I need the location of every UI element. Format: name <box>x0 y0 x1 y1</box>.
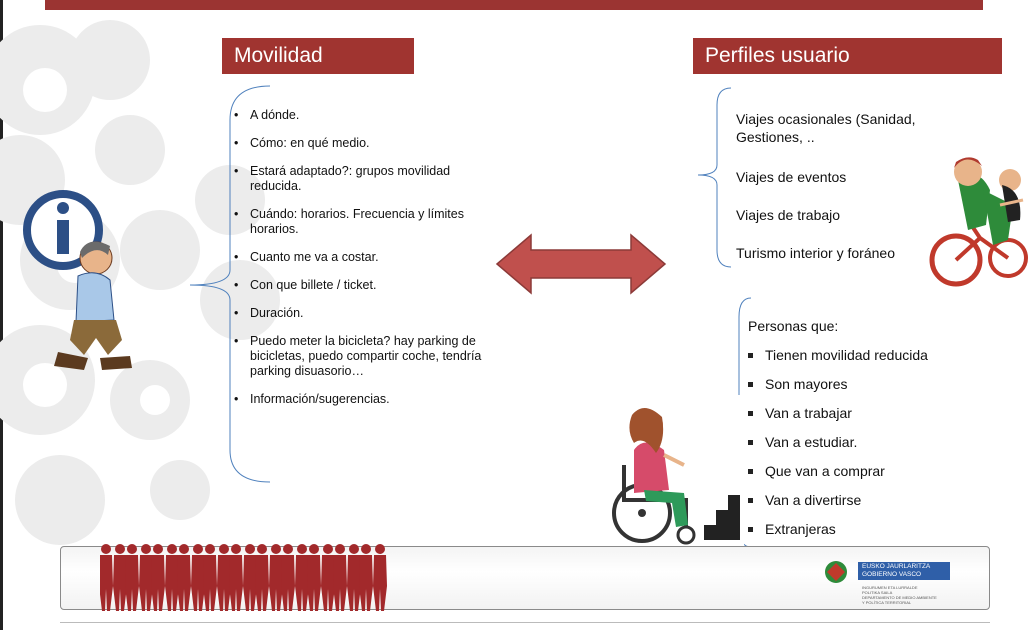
list-item: Tienen movilidad reducida <box>748 347 928 363</box>
square-bullet-icon <box>748 440 753 445</box>
list-item: •Información/sugerencias. <box>234 392 390 406</box>
square-bullet-icon <box>748 353 753 358</box>
top-title-bar <box>45 0 983 10</box>
square-bullet-icon <box>748 498 753 503</box>
list-item: Son mayores <box>748 376 847 392</box>
square-bullet-icon <box>748 469 753 474</box>
list-item: •Cómo: en qué medio. <box>234 136 370 150</box>
crowd-silhouettes-image <box>100 544 387 611</box>
footer-divider <box>60 622 990 623</box>
department-caption: INGURUMEN ETA LURRALDE POLITIKA SAILA DE… <box>862 585 937 605</box>
wheelchair-person-clipart <box>604 395 744 550</box>
logo-text-line-2: GOBIERNO VASCO <box>862 571 922 578</box>
info-person-clipart <box>23 190 132 370</box>
gobierno-vasco-logo: EUSKO JAURLARITZA GOBIERNO VASCO <box>822 560 952 589</box>
list-item: Van a divertirse <box>748 492 861 508</box>
personas-title: Personas que: <box>748 318 839 334</box>
logo-text-line-1: EUSKO JAURLARITZA <box>862 563 931 570</box>
left-curly-brace <box>189 85 271 483</box>
square-bullet-icon <box>748 382 753 387</box>
square-bullet-icon <box>748 527 753 532</box>
list-item: •Con que billete / ticket. <box>234 278 377 292</box>
list-item: •Cuándo: horarios. Frecuencia y límites … <box>234 207 464 236</box>
square-bullet-icon <box>748 411 753 416</box>
list-item: •A dónde. <box>234 108 300 122</box>
list-item: Extranjeras <box>748 521 836 537</box>
movilidad-bullet-list: •A dónde. •Cómo: en qué medio. •Estará a… <box>232 108 502 420</box>
list-item: Viajes de eventos <box>736 169 847 185</box>
list-item: Que van a comprar <box>748 463 885 479</box>
perfiles-curly-brace <box>697 87 732 268</box>
list-item: Turismo interior y foráneo <box>736 245 895 261</box>
movilidad-header: Movilidad <box>222 38 414 74</box>
list-item: Viajes de trabajo <box>736 207 841 223</box>
list-item: Viajes ocasionales (Sanidad, Gestiones, … <box>736 111 916 145</box>
left-frame-edge <box>0 0 3 630</box>
double-headed-arrow <box>495 233 667 295</box>
list-item: •Puedo meter la bicicleta? hay parking d… <box>234 334 482 378</box>
cyclists-clipart <box>929 157 1028 287</box>
list-item: •Duración. <box>234 306 304 320</box>
list-item: Van a trabajar <box>748 405 852 421</box>
list-item: •Cuanto me va a costar. <box>234 250 379 264</box>
list-item: Van a estudiar. <box>748 434 857 450</box>
perfiles-usuario-header: Perfiles usuario <box>693 38 1002 74</box>
list-item: •Estará adaptado?: grupos movilidad redu… <box>234 164 451 193</box>
